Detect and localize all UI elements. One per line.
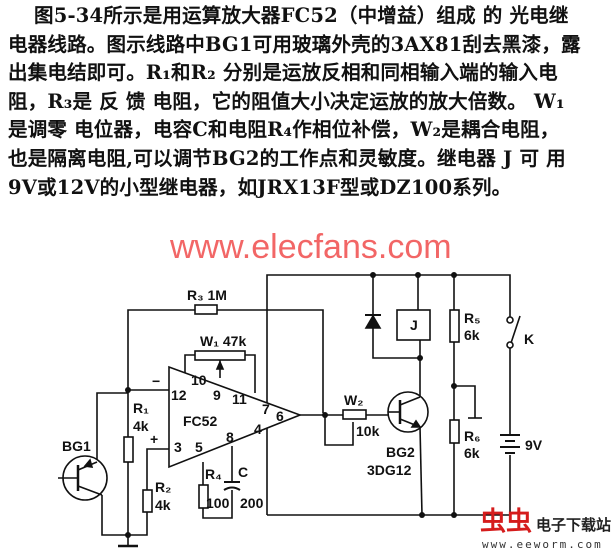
potentiometer-w1 [194, 350, 246, 361]
resistor-r6 [449, 419, 460, 444]
label-r4: R₄ [205, 466, 222, 482]
phototransistor-bg1 [58, 455, 108, 501]
label-r1: R₁ [133, 400, 149, 416]
label-r6-value: 6k [464, 445, 480, 461]
label-w1: W₁ 47k [200, 333, 246, 349]
label-plus: + [150, 431, 158, 447]
label-pin4: 4 [254, 421, 262, 437]
text-line: 阻，R₃是 反 馈 电阻，它的阻值大小决定运放的放大倍数。 W₁ [8, 89, 565, 113]
label-r2-value: 4k [155, 497, 171, 513]
potentiometer-w2 [342, 409, 367, 420]
relay-j [396, 309, 431, 341]
wiper-arrow-icon [215, 359, 225, 370]
resistor-r5 [449, 309, 460, 343]
text-line: 也是隔离电阻,可以调节BG2的工作点和灵敏度。继电器 J 可 用 [8, 146, 566, 170]
junction-dots [125, 272, 457, 538]
label-r5: R₅ [464, 310, 481, 326]
label-pin5: 5 [195, 439, 203, 455]
label-w2-value: 10k [356, 423, 380, 439]
label-pin12: 12 [171, 387, 187, 403]
text-line: 电器线路。图示线路中BG1可用玻璃外壳的3AX81刮去黑漆，露 [8, 32, 581, 56]
label-pin8: 8 [226, 429, 234, 445]
label-pin11: 11 [232, 391, 247, 407]
wires [96, 274, 511, 548]
description-paragraph: 图5-34所示是用运算放大器FC52（中增益）组成 的 光电继 电器线路。图示线… [8, 2, 612, 202]
label-minus: − [152, 373, 160, 389]
resistor-r3 [194, 304, 218, 315]
resistor-r4 [198, 484, 209, 509]
text-line: 图5-34所示是用运算放大器FC52（中增益）组成 的 光电继 [34, 4, 569, 27]
transistor-bg2 [387, 391, 429, 433]
opamp-fc52 [168, 365, 303, 469]
label-bg1: BG1 [62, 438, 91, 454]
label-c-value: 200 [240, 495, 264, 511]
resistor-r2 [142, 489, 153, 513]
label-w2: W₂ [344, 392, 363, 408]
label-switch-k: K [524, 331, 534, 347]
label-pin6: 6 [276, 408, 284, 424]
diode [364, 314, 382, 329]
label-pin9: 9 [213, 387, 221, 403]
watermark: www.elecfans.com [169, 228, 452, 266]
label-pin3: 3 [174, 439, 182, 455]
resistor-r1 [123, 436, 134, 463]
text-line: 是调零 电位器，电容C和电阻R₄作相位补偿，W₂是耦合电阻， [8, 118, 560, 142]
label-battery: 9V [525, 437, 543, 453]
logo-name: 电子下载站 [536, 516, 612, 534]
label-bg2: BG2 [386, 444, 415, 460]
label-r4-value: 100 [206, 495, 230, 511]
text-line: 9V或12V的小型继电器，如JRX13F型或DZ100系列。 [8, 175, 512, 199]
label-relay: J [410, 317, 418, 333]
label-r1-value: 4k [133, 418, 149, 434]
capacitor-c [223, 481, 241, 491]
label-bg2-type: 3DG12 [367, 462, 412, 478]
battery-9v [500, 434, 520, 454]
label-pin10: 10 [191, 372, 207, 388]
label-chip: FC52 [183, 413, 217, 429]
label-r2: R₂ [155, 479, 171, 495]
label-c: C [238, 464, 248, 480]
text-line: 出集电结即可。R₁和R₂ 分别是运放反相和同相输入端的输入电 [8, 61, 558, 85]
logo-url: www.eeworm.com [482, 538, 603, 551]
label-r6: R₆ [464, 428, 480, 444]
label-r3: R₃ 1M [187, 287, 227, 303]
label-r5-value: 6k [464, 327, 480, 343]
label-pin7: 7 [262, 401, 270, 417]
switch-k [506, 315, 521, 349]
logo-mark: 虫虫 [480, 507, 533, 537]
